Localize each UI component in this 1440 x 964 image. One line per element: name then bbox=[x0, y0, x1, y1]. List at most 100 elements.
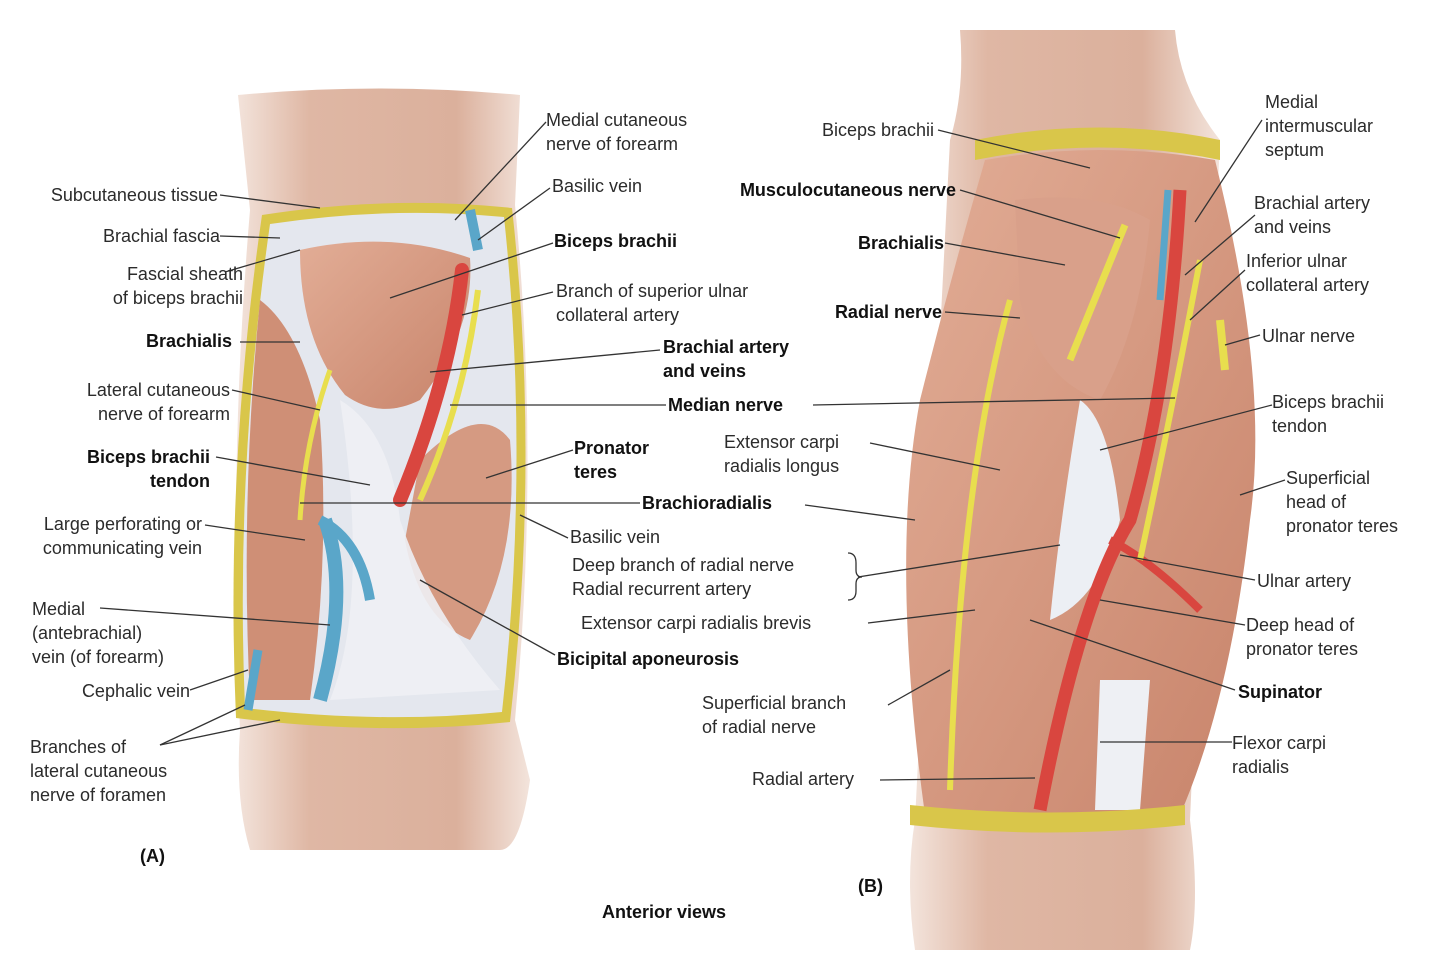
panel-b-brachial-vein bbox=[1156, 189, 1172, 301]
leader-line bbox=[887, 669, 951, 706]
panel-b-top-ring bbox=[975, 127, 1220, 160]
leader-line bbox=[959, 189, 1121, 239]
panel-a-aponeurosis bbox=[330, 400, 500, 700]
panel-a-cephalic-vein bbox=[243, 649, 263, 711]
label-deep-branch-radial: Deep branch of radial nerve Radial recur… bbox=[572, 555, 795, 599]
label-median-nerve: Median nerve bbox=[668, 395, 784, 415]
leader-line bbox=[485, 449, 574, 479]
brace bbox=[847, 552, 863, 601]
panel-b-artery bbox=[1033, 189, 1187, 812]
label-ulnar-artery: Ulnar artery bbox=[1257, 571, 1352, 591]
panel-a-drawing bbox=[233, 88, 530, 850]
leader-line bbox=[419, 579, 556, 656]
label-biceps-brachii-a: Biceps brachii bbox=[554, 231, 678, 251]
label-basilic-vein-bottom: Basilic vein bbox=[570, 527, 661, 547]
label-basilic-vein-top: Basilic vein bbox=[552, 176, 643, 196]
label-lateral-cutaneous: Lateral cutaneous nerve of forearm bbox=[86, 380, 230, 424]
caption-a: (A) bbox=[140, 846, 165, 866]
leader-line bbox=[389, 242, 554, 299]
label-biceps-brachii-b: Biceps brachii bbox=[821, 120, 934, 140]
label-pronator-teres: Pronator teres bbox=[574, 438, 650, 482]
label-medial-septum: Medial intermuscular septum bbox=[1265, 92, 1374, 160]
panel-a-vein bbox=[313, 517, 344, 702]
leader-line bbox=[224, 249, 301, 273]
leader-line bbox=[159, 704, 246, 746]
leader-line bbox=[1099, 404, 1273, 451]
panel-b-bottom-ring bbox=[910, 805, 1185, 833]
leader-line bbox=[812, 397, 1176, 406]
leader-line bbox=[429, 349, 661, 373]
leader-line bbox=[867, 609, 976, 624]
label-inferior-ulnar: Inferior ulnar collateral artery bbox=[1246, 251, 1370, 295]
leader-line bbox=[1224, 334, 1261, 346]
leader-line bbox=[944, 242, 1066, 266]
leader-line bbox=[215, 456, 371, 486]
panel-a-vein-branch bbox=[317, 515, 375, 601]
label-medial-cutaneous-nerve: Medial cutaneous nerve of forearm bbox=[546, 110, 688, 154]
leader-line bbox=[461, 291, 554, 316]
label-brachialis-b: Brachialis bbox=[857, 233, 944, 253]
leader-lines bbox=[99, 119, 1286, 781]
leader-line bbox=[1099, 599, 1246, 626]
label-radial-artery: Radial artery bbox=[752, 769, 855, 789]
label-biceps-tendon-b: Biceps brachii tendon bbox=[1272, 392, 1385, 436]
leader-line bbox=[937, 129, 1091, 169]
footer-caption: Anterior views bbox=[602, 902, 727, 922]
panel-b-musculocutaneous bbox=[1066, 223, 1129, 362]
panel-a-lateral-nerve bbox=[297, 369, 333, 521]
label-superficial-head: Superficial head of pronator teres bbox=[1286, 468, 1399, 536]
leader-line bbox=[1184, 214, 1256, 276]
label-brachial-artery-veins-b: Brachial artery and veins bbox=[1254, 193, 1371, 237]
leader-line bbox=[1194, 119, 1263, 223]
leader-line bbox=[189, 669, 249, 691]
panel-b-median-nerve bbox=[1137, 259, 1203, 561]
caption-b: (B) bbox=[858, 876, 883, 896]
leader-line bbox=[219, 235, 281, 239]
leader-line bbox=[869, 442, 1001, 471]
label-brachioradialis: Brachioradialis bbox=[642, 493, 773, 513]
leader-line bbox=[99, 607, 331, 626]
leader-line bbox=[519, 514, 569, 539]
label-musculocutaneous: Musculocutaneous nerve bbox=[739, 180, 956, 200]
label-brachialis-a: Brachialis bbox=[145, 331, 232, 351]
leader-line bbox=[1119, 554, 1256, 581]
label-ulnar-nerve: Ulnar nerve bbox=[1262, 326, 1356, 346]
label-subcutaneous-tissue: Subcutaneous tissue bbox=[50, 185, 218, 205]
panel-b-ulnar-nerve bbox=[1216, 319, 1229, 371]
label-brachial-fascia: Brachial fascia bbox=[102, 226, 220, 246]
leader-line bbox=[944, 311, 1021, 319]
label-medial-vein: Medial (antebrachial) vein (of forearm) bbox=[32, 599, 165, 667]
leader-line bbox=[204, 524, 306, 541]
label-bicipital-aponeurosis: Bicipital aponeurosis bbox=[557, 649, 740, 669]
leader-line bbox=[231, 389, 321, 411]
panel-b-flexor-tendon bbox=[1095, 680, 1150, 810]
label-supinator: Supinator bbox=[1238, 682, 1322, 702]
leader-line bbox=[879, 777, 1036, 781]
label-ecrb: Extensor carpi radialis brevis bbox=[581, 613, 812, 633]
leader-line bbox=[219, 194, 321, 209]
leader-line bbox=[804, 504, 916, 521]
panel-a-biceps bbox=[300, 241, 471, 409]
leader-line bbox=[1029, 619, 1236, 691]
leader-line bbox=[477, 187, 551, 241]
leader-line bbox=[857, 544, 1061, 578]
leader-line bbox=[159, 719, 281, 746]
label-branch-superior-ulnar: Branch of superior ulnar collateral arte… bbox=[556, 281, 749, 325]
panel-a-basilic-vein bbox=[465, 209, 483, 251]
label-cephalic-vein: Cephalic vein bbox=[81, 681, 190, 701]
label-superficial-branch: Superficial branch of radial nerve bbox=[702, 693, 847, 737]
label-brachial-artery-veins-a: Brachial artery and veins bbox=[663, 337, 790, 381]
leader-line bbox=[1239, 479, 1286, 496]
panel-b-ulnar-branch bbox=[1108, 536, 1203, 613]
label-fascial-sheath: Fascial sheath of biceps brachii bbox=[112, 264, 243, 308]
panel-a-median-nerve bbox=[417, 289, 481, 502]
label-biceps-tendon-a: Biceps brachii tendon bbox=[86, 447, 210, 491]
label-deep-head: Deep head of pronator teres bbox=[1246, 615, 1359, 659]
label-ecrl: Extensor carpi radialis longus bbox=[724, 432, 840, 476]
panel-b-drawing bbox=[906, 30, 1256, 950]
label-radial-nerve: Radial nerve bbox=[834, 302, 942, 322]
leader-line bbox=[1189, 269, 1246, 321]
label-branches-lateral: Branches of lateral cutaneous nerve of f… bbox=[30, 737, 168, 805]
